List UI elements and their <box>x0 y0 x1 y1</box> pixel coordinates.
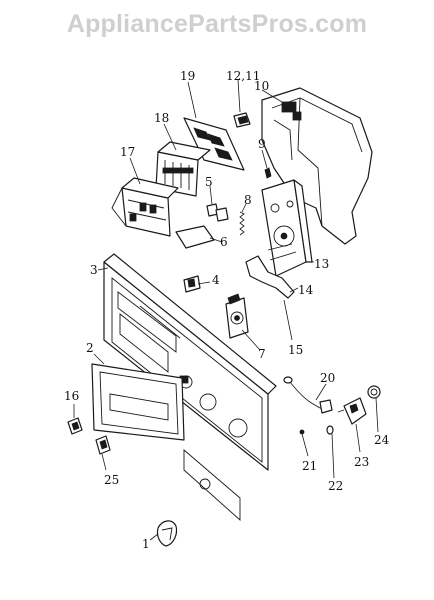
callout-17: 17 <box>120 145 135 159</box>
part-23-connector <box>337 397 367 425</box>
part-12-11-caps <box>233 112 251 128</box>
callout-2: 2 <box>86 341 94 355</box>
leader-lines <box>73 79 379 541</box>
part-5-clips <box>206 203 229 222</box>
part-2-trim-panel <box>91 363 185 441</box>
part-8-spring <box>239 211 245 236</box>
callout-20: 20 <box>320 371 335 385</box>
part-17-switch-assembly <box>111 177 179 237</box>
part-7-rotary-switch <box>225 293 249 339</box>
callout-5: 5 <box>205 175 213 189</box>
part-25-knob <box>95 435 111 455</box>
part-6-plate <box>175 225 215 249</box>
part-3-control-panel <box>103 253 277 522</box>
callout-23: 23 <box>354 455 369 469</box>
callout-7: 7 <box>258 347 266 361</box>
callout-24: 24 <box>374 433 390 447</box>
part-10-housing <box>261 87 373 245</box>
callout-12-11: 12,11 <box>226 69 260 83</box>
callout-19: 19 <box>180 69 195 83</box>
part-16-knob <box>67 417 83 435</box>
callout-22: 22 <box>328 479 343 493</box>
part-4-selector <box>183 275 201 293</box>
callout-13: 13 <box>314 257 329 271</box>
callout-8: 8 <box>244 193 252 207</box>
callout-14: 14 <box>298 283 314 297</box>
callout-18: 18 <box>154 111 169 125</box>
callout-10: 10 <box>254 79 269 93</box>
callout-15: 15 <box>288 343 303 357</box>
site-watermark: AppliancePartsPros.com <box>66 10 368 38</box>
part-22-pin <box>326 425 334 435</box>
callout-16: 16 <box>64 389 79 403</box>
callout-25: 25 <box>104 473 119 487</box>
part-19-cover <box>183 117 245 171</box>
callout-21: 21 <box>302 459 317 473</box>
part-20-wire-harness <box>283 376 333 414</box>
callout-1: 1 <box>142 537 150 551</box>
callout-4: 4 <box>212 273 220 287</box>
part-24-ring <box>367 385 381 399</box>
part-14-bracket <box>245 255 295 299</box>
part-9-screw <box>264 167 272 179</box>
callout-labels: 1 2 3 4 5 6 7 8 9 10 12,11 13 14 15 16 1… <box>64 69 390 551</box>
part-1-latch <box>156 520 178 547</box>
callout-9: 9 <box>258 137 266 151</box>
part-21-washer <box>299 429 305 435</box>
callout-6: 6 <box>220 235 228 249</box>
callout-3: 3 <box>90 263 98 277</box>
